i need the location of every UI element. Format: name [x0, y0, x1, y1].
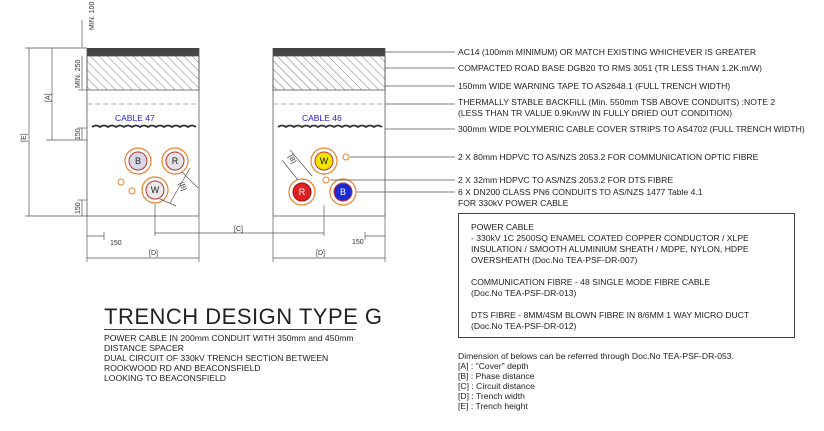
note-roadbase: COMPACTED ROAD BASE DGB20 TO RMS 3051 (T… [458, 63, 763, 73]
dim-150-upper: 150 [75, 128, 82, 140]
comm-fibre-line-2: (Doc.No TEA-PSF-DR-013) [471, 288, 577, 298]
conduit-label-w: W [151, 185, 160, 195]
note-cover-strips: 300mm WIDE POLYMERIC CABLE COVER STRIPS … [458, 124, 805, 134]
left-dts-duct-2 [128, 187, 136, 195]
dim-b-left: [B] [177, 181, 187, 192]
conduit-label-b: B [135, 156, 141, 166]
leader-lines [330, 51, 455, 193]
left-conduit-b: B [124, 147, 152, 175]
right-conduit-b: B [329, 178, 357, 206]
conduit-label-w: W [320, 156, 329, 166]
legend-item: [E] : Trench height [458, 401, 528, 411]
left-conduit-r: R [161, 147, 189, 175]
title-underline [104, 329, 356, 330]
right-cover-strip [277, 124, 383, 129]
description-line: ROOKWOOD RD AND BEACONSFIELD [104, 363, 261, 373]
right-conduit-w: W [310, 147, 338, 175]
dim-a: [A] [45, 93, 52, 102]
left-conduit-w: W [141, 176, 169, 204]
right-conduit-r: R [288, 178, 316, 206]
conduit-label-r: R [172, 156, 179, 166]
conduit-label-r: R [299, 187, 306, 197]
left-trench: B R W [B] CABLE 47 [86, 48, 200, 217]
cable-47-label: CABLE 47 [115, 113, 155, 123]
legend-item: [D] : Trench width [458, 391, 525, 401]
dim-d-left: [D] [149, 250, 158, 257]
dim-d-right: [D] [316, 250, 325, 257]
description-line: POWER CABLE IN 200mm CONDUIT WITH 350mm … [104, 333, 354, 343]
right-roadbase-layer [272, 55, 386, 91]
cable-spec-box: POWER CABLE - 330kV 1C 2500SQ ENAMEL COA… [458, 213, 795, 338]
drawing-description: POWER CABLE IN 200mm CONDUIT WITH 350mm … [104, 333, 354, 383]
dim-c: [C] [234, 226, 243, 233]
left-dts-duct-1 [117, 178, 125, 186]
horizontal-dimensions [86, 204, 386, 262]
right-asphalt-layer [273, 48, 385, 56]
power-cable-line-1: - 330kV 1C 2500SQ ENAMEL COATED COPPER C… [471, 233, 749, 243]
power-cable-line-3: OVERSHEATH (Doc.No TEA-PSF-DR-007) [471, 255, 638, 265]
dim-min-100: MIN. 100 [89, 1, 96, 30]
legend-item: [C] : Circuit distance [458, 381, 535, 391]
note-power-conduits-2: FOR 330kV POWER CABLE [458, 198, 569, 208]
description-line: DUAL CIRCUIT OF 330kV TRENCH SECTION BET… [104, 353, 329, 363]
dim-150-right: 150 [352, 239, 364, 246]
legend-item: [A] : "Cover" depth [458, 361, 529, 371]
description-line: LOOKING TO BEACONSFIELD [104, 373, 226, 383]
dimension-legend: Dimension of belows can be referred thro… [458, 351, 734, 411]
legend-item: [B] : Phase distance [458, 371, 535, 381]
note-dts-conduit: 2 X 32mm HDPVC TO AS/NZS 2053.2 FOR DTS … [458, 175, 674, 185]
drawing-title: TRENCH DESIGN TYPE G [104, 304, 383, 329]
dts-fibre-line-1: DTS FIBRE - 8MM/4SM BLOWN FIBRE IN 8/6MM… [471, 310, 750, 320]
note-backfill-2: (LESS THAN TR VALUE 0.9Km/W IN FULLY DRI… [458, 108, 733, 118]
comm-fibre-line-1: COMMUNICATION FIBRE - 48 SINGLE MODE FIB… [471, 277, 711, 287]
power-cable-line-2: INSULATION / SMOOTH ALUMINIUM SHEATH / M… [471, 244, 749, 254]
dim-min-250: MIN. 250 [75, 59, 82, 88]
dim-150-left: 150 [110, 240, 122, 247]
description-line: DISTANCE SPACER [104, 343, 184, 353]
left-cover-strip [91, 124, 197, 129]
vertical-dimensions [25, 20, 87, 217]
right-trench: W R B [B] CABLE 46 [272, 48, 386, 217]
dts-fibre-line-2: (Doc.No TEA-PSF-DR-012) [471, 321, 577, 331]
note-asphalt: AC14 (100mm MINIMUM) OR MATCH EXISTING W… [458, 47, 757, 57]
note-power-conduits: 6 X DN200 CLASS PN6 CONDUITS TO AS/NZS 1… [458, 187, 703, 197]
dim-b-right: [B] [287, 154, 297, 165]
right-dts-duct-1 [342, 153, 350, 161]
left-roadbase-layer [86, 55, 200, 91]
note-comm-conduit: 2 X 80mm HDPVC TO AS/NZS 2053.2 FOR COMM… [458, 152, 759, 162]
left-asphalt-layer [87, 48, 199, 56]
legend-heading: Dimension of belows can be referred thro… [458, 351, 734, 361]
right-dts-duct-2 [322, 176, 330, 184]
cable-46-label: CABLE 46 [302, 113, 342, 123]
dim-150-lower: 150 [75, 202, 82, 214]
note-backfill: THERMALLY STABLE BACKFILL (Min. 550mm TS… [458, 97, 776, 107]
dim-e: [E] [21, 133, 28, 142]
conduit-label-b: B [340, 187, 346, 197]
note-warning-tape: 150mm WIDE WARNING TAPE TO AS2648.1 (FUL… [458, 81, 731, 91]
power-cable-title: POWER CABLE [471, 222, 535, 232]
